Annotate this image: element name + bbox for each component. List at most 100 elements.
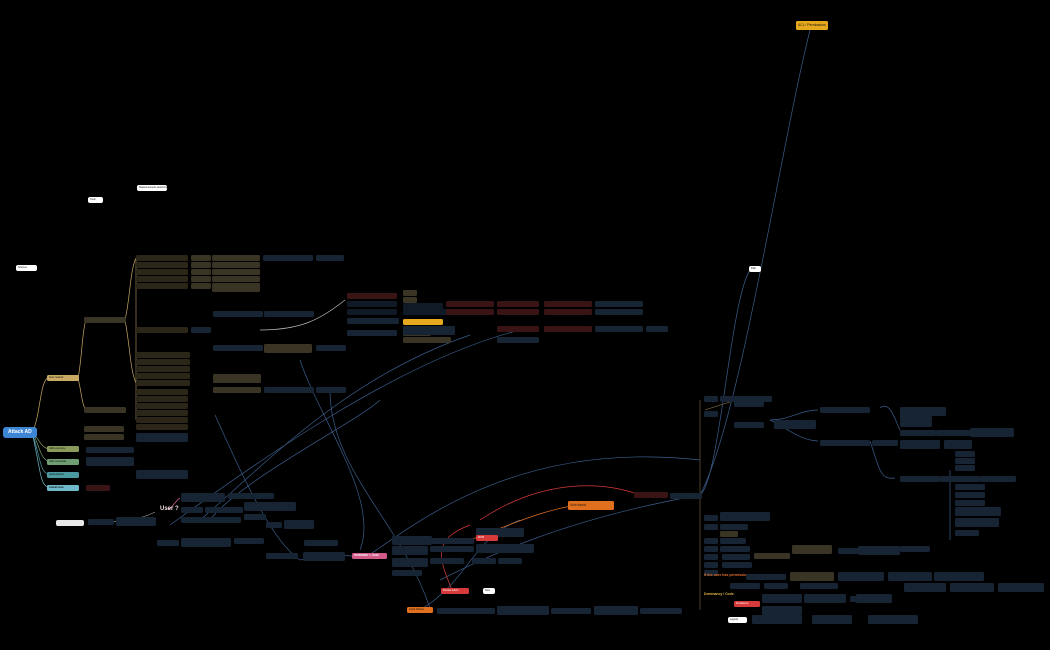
tree-node[interactable] xyxy=(900,415,932,421)
tree-node[interactable] xyxy=(213,345,263,351)
tree-node[interactable] xyxy=(430,558,464,564)
tree-node[interactable] xyxy=(497,606,549,615)
tree-node[interactable] xyxy=(403,326,455,335)
tree-node[interactable] xyxy=(955,492,985,498)
tree-node[interactable] xyxy=(820,407,870,413)
tree-node[interactable] xyxy=(347,309,397,315)
tree-node[interactable] xyxy=(955,530,979,536)
tree-node[interactable] xyxy=(136,269,188,275)
tree-node[interactable] xyxy=(998,583,1044,592)
tree-node[interactable] xyxy=(136,327,188,333)
tree-node[interactable] xyxy=(84,434,124,440)
tree-node[interactable] xyxy=(900,440,940,449)
tree-node[interactable] xyxy=(856,594,892,603)
tree-node[interactable] xyxy=(720,524,748,530)
tree-node[interactable] xyxy=(955,507,1001,516)
tree-node[interactable] xyxy=(136,417,188,423)
tree-node[interactable] xyxy=(212,283,260,292)
tree-node[interactable] xyxy=(812,615,852,624)
tree-node[interactable] xyxy=(476,544,534,553)
tree-node[interactable] xyxy=(392,558,428,567)
crack-hashes-node[interactable]: Crack Hashes xyxy=(407,607,433,613)
tree-node[interactable] xyxy=(430,538,474,544)
tree-node[interactable] xyxy=(430,546,474,552)
tree-node[interactable] xyxy=(136,359,190,365)
tree-node[interactable] xyxy=(136,262,188,268)
tree-node[interactable] xyxy=(704,515,718,521)
tree-node[interactable] xyxy=(316,387,346,393)
tree-node[interactable] xyxy=(746,574,786,580)
tree-node[interactable] xyxy=(752,615,802,624)
tree-node[interactable] xyxy=(722,554,750,560)
tree-node[interactable] xyxy=(594,606,638,615)
branch-valid-user[interactable]: Valid username xyxy=(47,446,79,452)
tree-node[interactable] xyxy=(191,283,211,289)
tree-node[interactable] xyxy=(266,553,298,559)
tree-node[interactable] xyxy=(136,276,188,282)
tree-node[interactable] xyxy=(181,517,241,523)
floating-note[interactable]: Path xyxy=(749,266,761,272)
tree-node[interactable] xyxy=(704,538,718,544)
tree-node[interactable] xyxy=(88,519,114,525)
tree-node[interactable] xyxy=(497,337,539,343)
tree-node[interactable] xyxy=(136,389,188,395)
tree-node[interactable] xyxy=(704,396,718,402)
tree-node[interactable] xyxy=(316,345,346,351)
tree-node[interactable] xyxy=(904,583,946,592)
tree-node[interactable] xyxy=(84,317,126,323)
tree-node[interactable] xyxy=(84,407,126,413)
floating-note[interactable]: Reasonnements autonomes xyxy=(137,185,167,191)
tree-node[interactable] xyxy=(720,546,750,552)
tree-node[interactable] xyxy=(316,255,344,261)
tree-node[interactable] xyxy=(347,318,399,324)
tree-node[interactable] xyxy=(704,546,718,552)
tree-node[interactable] xyxy=(284,520,314,529)
tree-node[interactable] xyxy=(970,428,1014,437)
tree-node[interactable] xyxy=(191,276,211,282)
tree-node[interactable] xyxy=(403,297,417,303)
tree-node[interactable] xyxy=(403,290,417,296)
tree-node[interactable] xyxy=(544,326,592,332)
tree-node[interactable] xyxy=(446,301,494,307)
tree-node[interactable] xyxy=(838,572,884,581)
tree-node[interactable] xyxy=(595,309,643,315)
tree-node[interactable] xyxy=(595,301,643,307)
tree-node[interactable] xyxy=(212,269,260,275)
tree-node[interactable] xyxy=(228,493,274,499)
tree-node[interactable] xyxy=(955,458,975,464)
tree-node[interactable] xyxy=(136,424,188,430)
domain-admin-node[interactable]: Domain Admin xyxy=(441,588,469,594)
tree-node[interactable] xyxy=(551,608,591,614)
tree-node[interactable] xyxy=(754,553,790,559)
tree-node[interactable] xyxy=(804,594,846,603)
tree-node[interactable] xyxy=(476,528,524,537)
tree-node[interactable] xyxy=(264,387,314,393)
acl-permissions-node[interactable]: ACL / Permissions xyxy=(796,21,828,30)
tree-node[interactable] xyxy=(347,330,397,336)
tree-node[interactable] xyxy=(136,380,190,386)
tree-node[interactable] xyxy=(244,514,266,520)
tree-node[interactable] xyxy=(955,518,999,527)
tree-node[interactable] xyxy=(136,352,190,358)
tree-node[interactable] xyxy=(936,430,970,436)
tree-node[interactable] xyxy=(900,546,930,552)
tree-node[interactable] xyxy=(955,465,975,471)
tree-node[interactable] xyxy=(980,476,1016,482)
tree-node[interactable] xyxy=(212,255,260,261)
tree-node[interactable] xyxy=(670,493,702,499)
tree-node[interactable] xyxy=(868,615,918,624)
tree-node[interactable] xyxy=(940,476,980,482)
tree-node[interactable] xyxy=(820,440,870,446)
tree-node[interactable] xyxy=(213,374,261,383)
tree-node[interactable] xyxy=(116,517,156,526)
floating-note[interactable]: Note xyxy=(483,588,495,594)
tree-node[interactable] xyxy=(872,440,898,446)
tree-node[interactable] xyxy=(263,255,313,261)
branch-valid-creds[interactable]: Valid credentials xyxy=(47,459,79,465)
tree-node[interactable] xyxy=(392,546,428,555)
tree-node[interactable] xyxy=(944,440,972,449)
tree-node[interactable] xyxy=(191,262,211,268)
tree-node[interactable] xyxy=(304,540,338,546)
branch-authenticated[interactable]: Authenticated xyxy=(47,472,79,478)
